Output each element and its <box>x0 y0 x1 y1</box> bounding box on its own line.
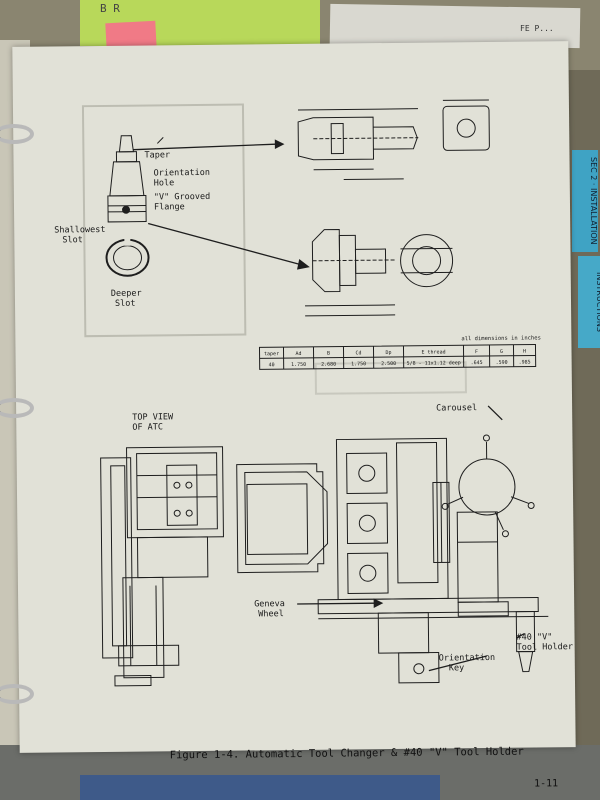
section-tab-installation[interactable]: SEC 2 · INSTALLATION <box>572 150 598 252</box>
spec-table-cell-8: .985 <box>519 360 531 366</box>
label-top-view: TOP VIEW OF ATC <box>132 412 178 432</box>
spec-table-cell-4: 2.500 <box>381 361 396 367</box>
binder-ring <box>0 398 34 418</box>
spec-table-cell-5: 5/8 - 11x1.12 deep <box>407 360 461 367</box>
background-document-text: FE P... <box>520 24 554 33</box>
spec-table: taper Ad B Cd Dp E thread F G H 40 1.750 2.680 1.750… <box>264 349 531 369</box>
spec-table-header-2: B <box>327 351 330 357</box>
spec-table-cell-7: .590 <box>496 360 508 366</box>
label-tool-holder: #40 "V" Tool Holder <box>516 632 573 653</box>
spec-table-header-3: Cd <box>355 350 361 356</box>
spec-table-cell-0: 40 <box>269 362 275 368</box>
label-deeper-slot: Deeper Slot <box>111 289 147 309</box>
spec-table-header-0: taper <box>264 351 279 357</box>
section-tab-instructions[interactable]: INSTRUCTIONS <box>578 256 600 348</box>
spec-table-cell-3: 1.750 <box>351 361 366 367</box>
spec-table-cell-1: 1.750 <box>291 362 306 368</box>
binder-ring <box>0 124 34 144</box>
folder-corner-text: B R <box>100 2 120 15</box>
manual-page: Taper Orientation Hole "V" Grooved Flang… <box>12 41 576 790</box>
label-shallowest-slot: Shallowest Slot <box>54 225 111 246</box>
label-taper: Taper <box>144 150 170 160</box>
spec-table-header-5: E thread <box>421 349 445 355</box>
page-number: 1-11 <box>534 778 559 790</box>
spec-table-cell-6: .645 <box>471 360 483 366</box>
spec-table-header-1: Ad <box>296 351 302 357</box>
label-geneva-wheel: Geneva Wheel <box>254 599 290 619</box>
technical-drawing: Taper Orientation Hole "V" Grooved Flang… <box>54 99 573 687</box>
spec-table-header-4: Dp <box>385 350 391 356</box>
spec-table-header-7: G <box>500 349 503 355</box>
label-v-grooved-flange: "V" Grooved Flange <box>154 192 216 213</box>
spec-table-header-8: H <box>523 349 526 355</box>
label-orientation-hole: Orientation Hole <box>154 168 216 189</box>
label-orientation-key: Orientation Key <box>439 653 501 674</box>
dimensions-note: all dimensions in inches <box>461 335 541 342</box>
label-carousel: Carousel <box>436 403 477 413</box>
binder-ring <box>0 684 34 704</box>
spec-table-cell-2: 2.680 <box>321 362 336 368</box>
jeans <box>80 775 440 800</box>
spec-table-header-6: F <box>475 349 478 355</box>
